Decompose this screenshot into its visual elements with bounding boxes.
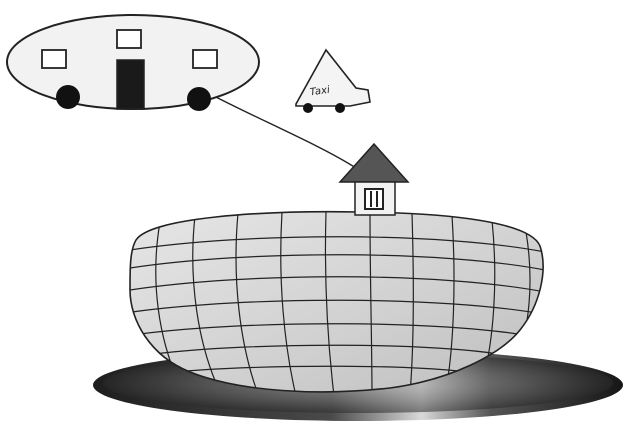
taxi-wheel-right bbox=[335, 103, 345, 113]
small-house bbox=[340, 144, 408, 215]
vehicle-with-windows bbox=[7, 15, 259, 111]
house-roof bbox=[340, 144, 408, 182]
vehicle-window-right bbox=[193, 50, 217, 68]
vehicle-door bbox=[117, 60, 144, 109]
taxi-body bbox=[296, 50, 370, 106]
vehicle-wheel-right bbox=[187, 87, 211, 111]
house-door bbox=[365, 189, 383, 209]
taxi-wheel-left bbox=[303, 103, 313, 113]
vehicle-window-top bbox=[117, 30, 141, 48]
taxi-cone: Taxi bbox=[296, 50, 370, 113]
vehicle-wheel-left bbox=[56, 85, 80, 109]
vehicle-window-left bbox=[42, 50, 66, 68]
